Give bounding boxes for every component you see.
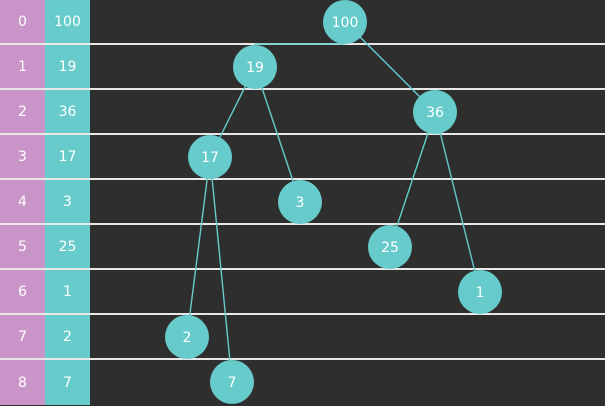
tree-node-circle [278, 180, 322, 224]
tree-node: 7 [210, 360, 254, 404]
array-index-cell: 3 [0, 135, 45, 178]
array-index-cell: 1 [0, 45, 45, 88]
tree-edge [254, 66, 301, 203]
array-index-cell: 6 [0, 270, 45, 313]
array-value-cell: 19 [45, 45, 90, 88]
tree-node-label: 36 [426, 105, 444, 121]
array-index-cell: 8 [0, 360, 45, 405]
array-value-cell: 3 [45, 180, 90, 223]
tree-edge [434, 111, 481, 293]
array-value-cell: 1 [45, 270, 90, 313]
tree-node: 1 [458, 270, 502, 314]
tree-node: 100 [323, 0, 367, 44]
tree-edge [389, 111, 436, 248]
tree-node-circle [323, 0, 367, 44]
tree-edge [186, 156, 211, 338]
array-value-cell: 7 [45, 360, 90, 405]
array-value-cell: 17 [45, 135, 90, 178]
tree-node-circle [368, 225, 412, 269]
tree-node-label: 19 [246, 60, 264, 76]
tree-node-label: 17 [201, 150, 219, 166]
array-index-cell: 4 [0, 180, 45, 223]
tree-node-circle [233, 45, 277, 89]
tree-node-label: 1 [476, 285, 485, 301]
tree-node-label: 3 [296, 195, 305, 211]
array-index-cell: 5 [0, 225, 45, 268]
tree-node: 19 [233, 45, 277, 89]
tree-node: 36 [413, 90, 457, 134]
tree-node-circle [413, 90, 457, 134]
array-value-cell: 25 [45, 225, 90, 268]
tree-node-circle [458, 270, 502, 314]
tree-node-circle [188, 135, 232, 179]
array-value-cell: 2 [45, 315, 90, 358]
array-index-cell: 2 [0, 90, 45, 133]
tree-edge [209, 156, 233, 383]
tree-node-label: 25 [381, 240, 399, 256]
tree-node: 3 [278, 180, 322, 224]
tree-node: 17 [188, 135, 232, 179]
tree-node-label: 100 [332, 15, 359, 31]
tree-node: 25 [368, 225, 412, 269]
array-value-cell: 100 [45, 0, 90, 43]
tree-node-circle [210, 360, 254, 404]
array-index-cell: 7 [0, 315, 45, 358]
array-index-cell: 0 [0, 0, 45, 43]
array-value-cell: 36 [45, 90, 90, 133]
tree-node-label: 7 [228, 375, 237, 391]
tree-node-circle [165, 315, 209, 359]
tree-node: 2 [165, 315, 209, 359]
tree-node-label: 2 [183, 330, 192, 346]
